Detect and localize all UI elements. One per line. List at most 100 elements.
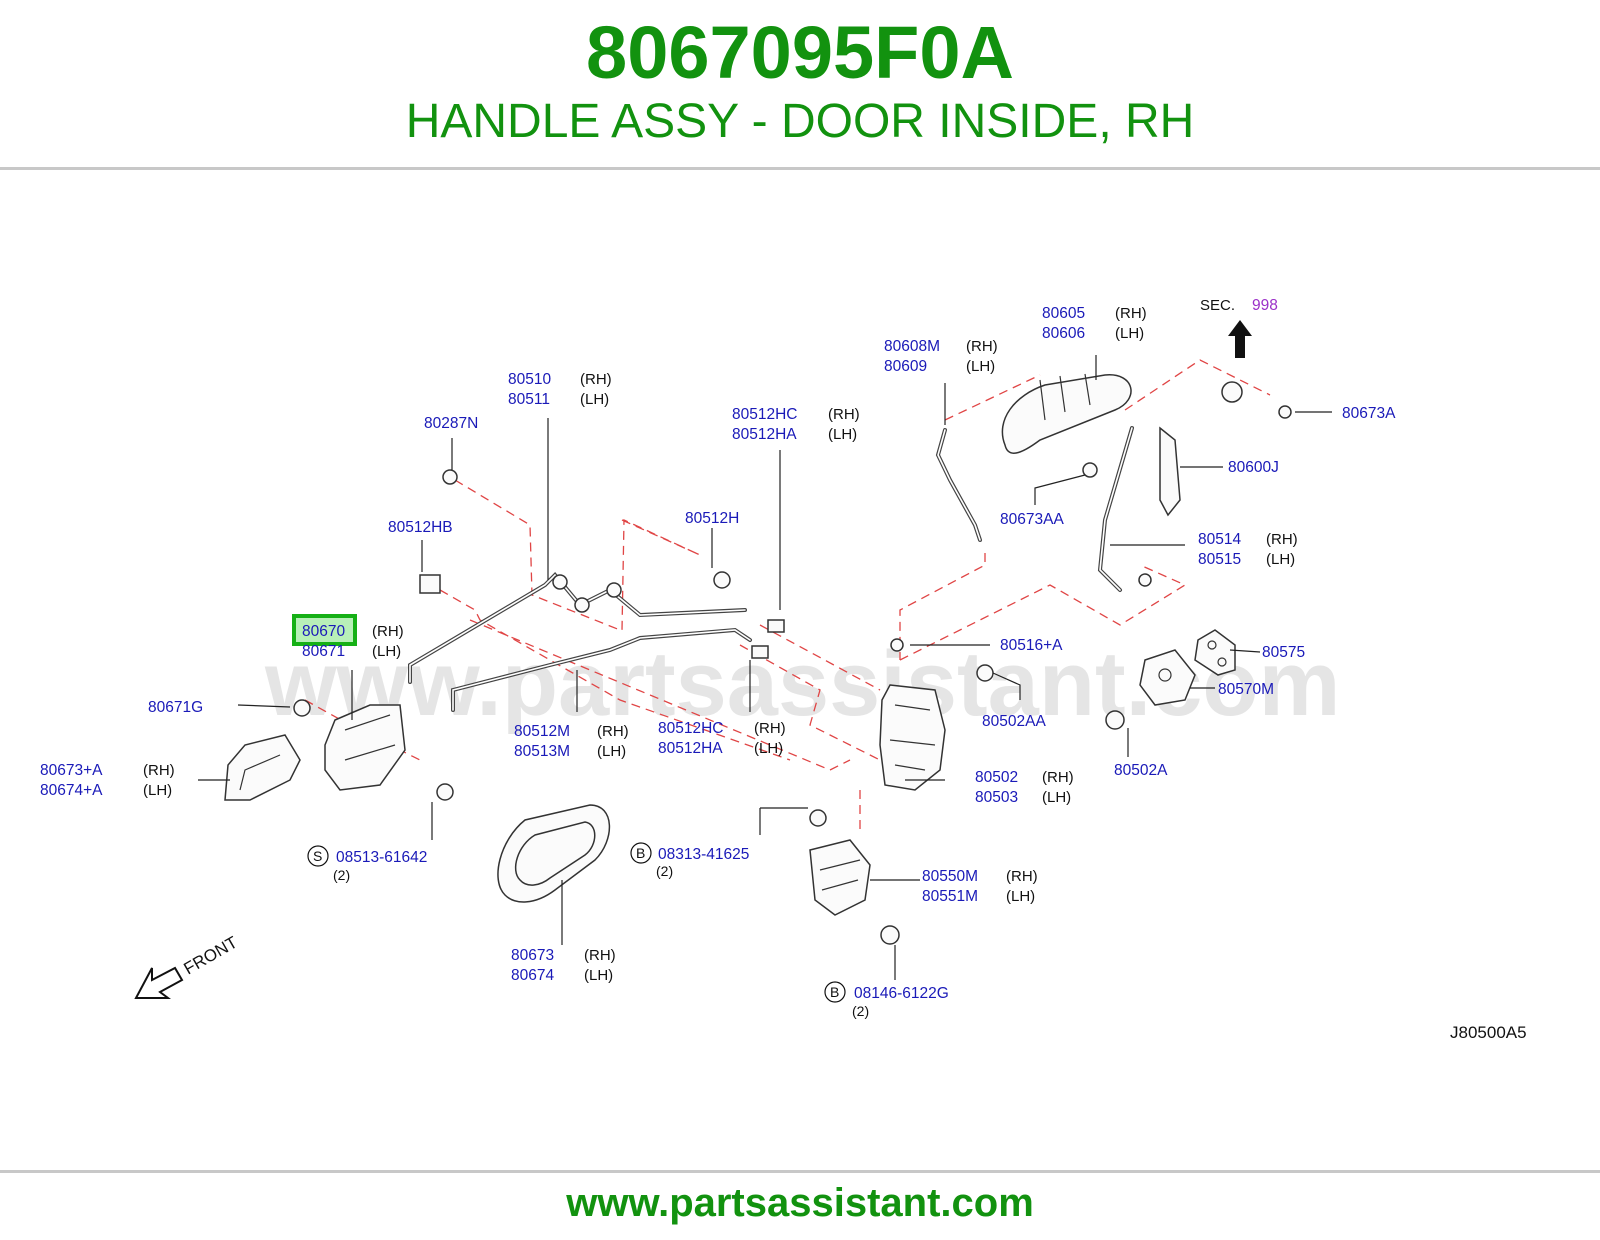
part-number-title: 8067095F0A xyxy=(586,11,1014,94)
label-80575: 80575 xyxy=(1262,644,1305,661)
door-rods xyxy=(408,426,1134,712)
part-code: 80606 xyxy=(1042,325,1085,342)
label-80287n: 80287N xyxy=(424,415,478,432)
part-code: 08146-6122G xyxy=(854,985,949,1002)
door-lock-actuator xyxy=(879,684,946,791)
quantity: (2) xyxy=(656,863,673,879)
part-code: 08313-41625 xyxy=(658,846,749,863)
up-arrow-icon xyxy=(1228,320,1252,358)
door-lock-motor xyxy=(809,839,871,916)
part-code: 80287N xyxy=(424,415,478,432)
front-label: FRONT xyxy=(181,933,241,979)
side-tag: (RH) xyxy=(1006,868,1038,885)
part-code: 80512HC xyxy=(658,720,724,737)
label-80502a: 80502A xyxy=(1114,762,1168,779)
highlight-box xyxy=(292,614,357,646)
label-08313-41625: B 08313-41625 (2) xyxy=(630,842,749,879)
footer-url[interactable]: www.partsassistant.com xyxy=(566,1181,1034,1225)
side-tag: (RH) xyxy=(754,720,786,737)
part-name-title: HANDLE ASSY - DOOR INSIDE, RH xyxy=(405,95,1195,148)
label-80670: 80670 80671 (RH) (LH) xyxy=(302,623,404,660)
part-code: 80673 xyxy=(511,947,554,964)
part-code: 80671 xyxy=(302,643,345,660)
label-80673: 80673 80674 (RH) (LH) xyxy=(511,947,616,984)
part-code: 80673AA xyxy=(1000,511,1064,528)
label-80512m: 80512M 80513M (RH) (LH) xyxy=(514,723,629,760)
side-tag: (LH) xyxy=(584,967,613,984)
part-code: 80512HA xyxy=(732,426,797,443)
section-number: 998 xyxy=(1252,297,1278,314)
side-tag: (LH) xyxy=(966,358,995,375)
part-code: 80600J xyxy=(1228,459,1279,476)
part-code: 80503 xyxy=(975,789,1018,806)
label-80673a-escutcheon: 80673+A 80674+A (RH) (LH) xyxy=(40,762,175,799)
label-80512h: 80512H xyxy=(685,510,739,527)
diagram-code: J80500A5 xyxy=(1450,1023,1527,1042)
badge-circle xyxy=(824,981,846,1003)
label-80570m: 80570M xyxy=(1218,681,1274,698)
part-code: 80550M xyxy=(922,868,978,885)
part-code: 80511 xyxy=(508,391,550,408)
front-indicator: FRONT xyxy=(134,933,241,999)
part-code: 80674 xyxy=(511,967,554,984)
part-code-highlighted: 80670 xyxy=(302,623,345,640)
part-code: 80510 xyxy=(508,371,551,388)
label-80600j: 80600J xyxy=(1228,459,1279,476)
section-reference: SEC. 998 xyxy=(1200,297,1278,358)
part-code: 80512H xyxy=(685,510,739,527)
part-code: 80575 xyxy=(1262,644,1305,661)
label-80514: 80514 80515 (RH) (LH) xyxy=(1198,531,1298,568)
part-code: 08513-61642 xyxy=(336,849,427,866)
part-code: 80605 xyxy=(1042,305,1085,322)
side-tag: (RH) xyxy=(143,762,175,779)
side-tag: (LH) xyxy=(597,743,626,760)
label-08513-61642: S 08513-61642 (2) xyxy=(307,845,427,883)
label-80673aa: 80673AA xyxy=(1000,511,1064,528)
part-code: 80516+A xyxy=(1000,637,1063,654)
label-80671g: 80671G xyxy=(148,699,203,716)
side-tag: (LH) xyxy=(754,740,783,757)
label-80605: 80605 80606 (RH) (LH) xyxy=(1042,305,1147,342)
part-code: 80512M xyxy=(514,723,570,740)
part-code: 80671G xyxy=(148,699,203,716)
label-80512hc-top: 80512HC 80512HA (RH) (LH) xyxy=(732,406,860,443)
inside-handle xyxy=(324,704,406,791)
part-code: 80609 xyxy=(884,358,927,375)
label-80512hc-bottom: 80512HC 80512HA (RH) (LH) xyxy=(658,720,786,757)
shim-plate xyxy=(1194,629,1236,676)
badge-circle xyxy=(307,845,329,867)
side-tag: (LH) xyxy=(143,782,172,799)
side-tag: (RH) xyxy=(584,947,616,964)
side-tag: (RH) xyxy=(966,338,998,355)
side-tag: (LH) xyxy=(828,426,857,443)
part-code: 80673+A xyxy=(40,762,103,779)
side-tag: (LH) xyxy=(580,391,609,408)
badge-circle xyxy=(630,842,652,864)
label-80502: 80502 80503 (RH) (LH) xyxy=(975,769,1074,806)
part-code: 80673A xyxy=(1342,405,1396,422)
label-80512hb: 80512HB xyxy=(388,519,453,536)
part-code: 80570M xyxy=(1218,681,1274,698)
label-80608m: 80608M 80609 (RH) (LH) xyxy=(884,338,998,375)
side-tag: (LH) xyxy=(1266,551,1295,568)
outside-handle xyxy=(1001,373,1132,454)
door-bezel xyxy=(497,804,611,903)
part-code: 80512HA xyxy=(658,740,723,757)
part-code: 80608M xyxy=(884,338,940,355)
side-tag: (RH) xyxy=(1266,531,1298,548)
label-80673a: 80673A xyxy=(1342,405,1396,422)
label-80502aa: 80502AA xyxy=(982,713,1046,730)
header-divider xyxy=(0,167,1600,170)
quantity: (2) xyxy=(852,1003,869,1019)
side-tag: (RH) xyxy=(828,406,860,423)
part-code: 80551M xyxy=(922,888,978,905)
part-code: 80512HB xyxy=(388,519,453,536)
section-prefix: SEC. xyxy=(1200,297,1235,314)
front-arrow-icon xyxy=(134,966,184,999)
part-code: 80502AA xyxy=(982,713,1046,730)
side-tag: (RH) xyxy=(1042,769,1074,786)
leader-lines xyxy=(198,355,1332,980)
badge-letter: S xyxy=(313,848,322,864)
side-tag: (RH) xyxy=(580,371,612,388)
label-80550m: 80550M 80551M (RH) (LH) xyxy=(922,868,1038,905)
